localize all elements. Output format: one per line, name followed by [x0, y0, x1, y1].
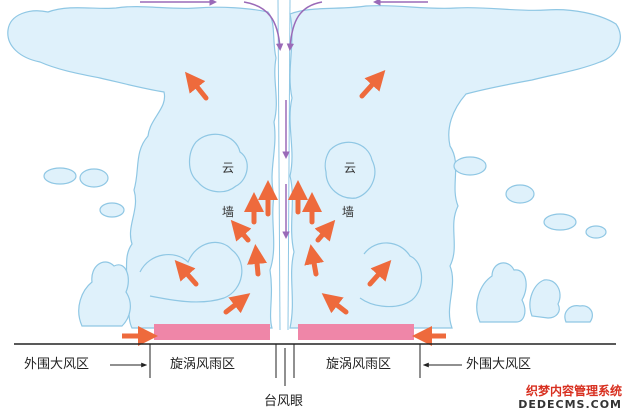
- downdraft-curve-left: [243, 1, 284, 51]
- updraft-arrow-left-swirl: [314, 219, 336, 243]
- left-puff-2: [79, 168, 109, 188]
- downdraft-curve-right: [286, 1, 323, 51]
- updraft-arrow-right-base: [321, 293, 349, 315]
- right-puff-1: [453, 156, 487, 176]
- updraft-arrow-left-base: [223, 293, 251, 315]
- updraft-arrow-right-lower: [367, 260, 392, 287]
- eye-boundary-right: [287, 0, 291, 331]
- updraft-arrow-top-right: [359, 70, 386, 99]
- updraft-arrow-right-inner: [304, 244, 324, 277]
- rain-zone-left: [154, 324, 270, 340]
- updraft-arrow-right-swirl: [230, 219, 252, 243]
- far-right-cloud: [564, 305, 593, 323]
- watermark-url: DEDECMS.COM: [518, 398, 622, 411]
- left-puff-1: [43, 167, 77, 185]
- left-cloud-mass: [7, 6, 277, 329]
- label-typhoon-eye: 台风眼: [264, 394, 304, 409]
- watermark-title: 织梦内容管理系统: [525, 384, 622, 398]
- updraft-arrow-top-left: [185, 71, 209, 101]
- eye-boundary-left: [277, 0, 281, 331]
- updraft-arrow-left-inner: [247, 244, 268, 277]
- left-side-cloud: [78, 261, 131, 327]
- right-lower-swirl: [359, 242, 423, 308]
- label-outer-wind-zone-left: 外围大风区: [24, 357, 90, 372]
- left-wall-outline: [188, 133, 248, 193]
- left-lower-swirl: [139, 241, 243, 303]
- label-cloud-wall-right-top: 云: [344, 161, 357, 175]
- updraft-arrow-left-lower: [174, 260, 199, 287]
- label-vortex-rain-zone-left: 旋涡风雨区: [170, 357, 236, 372]
- label-cloud-wall-left-top: 云: [222, 161, 235, 175]
- label-cloud-wall-right-bottom: 墙: [342, 205, 355, 219]
- label-cloud-wall-left-bottom: 墙: [222, 205, 235, 219]
- label-outer-wind-zone-right: 外围大风区: [466, 357, 532, 372]
- left-puff-3: [99, 202, 125, 218]
- label-vortex-rain-zone-right: 旋涡风雨区: [326, 357, 392, 372]
- right-puff-3: [543, 213, 577, 231]
- right-wall-outline: [324, 141, 376, 199]
- right-puff-2: [505, 184, 535, 204]
- right-side-cloud: [476, 262, 527, 323]
- right-puff-4: [585, 225, 607, 239]
- rain-zone-right: [298, 324, 414, 340]
- right-small-cloud: [529, 279, 561, 319]
